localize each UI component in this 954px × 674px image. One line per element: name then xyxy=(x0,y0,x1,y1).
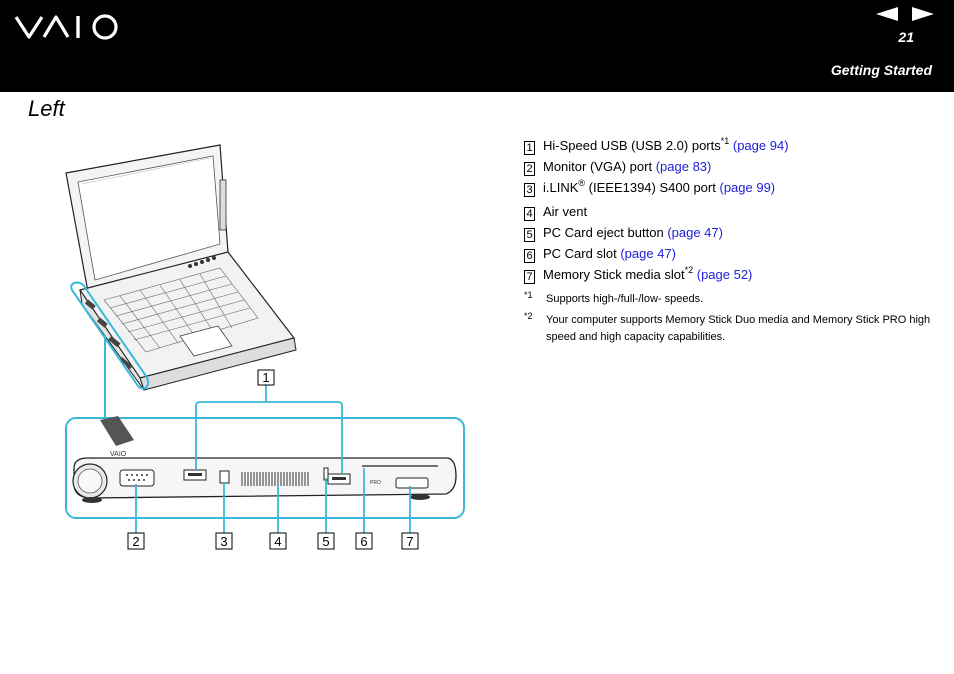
item-text-2: (IEEE1394) S400 port xyxy=(585,180,716,195)
air-vent-drawing xyxy=(241,472,309,486)
memory-stick-slot-drawing xyxy=(395,477,429,489)
page-link-47-eject[interactable]: (page 47) xyxy=(667,225,723,240)
item-number: 2 xyxy=(524,162,535,176)
item-text: PC Card slot xyxy=(543,246,617,261)
item-number: 7 xyxy=(524,270,535,284)
header-bar: 21 Getting Started xyxy=(0,0,954,92)
footnote-text: Supports high-/full-/low- speeds. xyxy=(546,293,704,305)
callout-6: 6 xyxy=(360,534,367,549)
page-title: Left xyxy=(28,96,65,121)
footnote-mark: *1 xyxy=(524,290,533,300)
footnotes: *1 Supports high-/full-/low- speeds. *2 … xyxy=(524,290,944,346)
page-link-83[interactable]: (page 83) xyxy=(655,159,712,174)
laptop-lid xyxy=(65,144,229,293)
footnote-ref: *1 xyxy=(720,136,730,146)
list-item-monitor: 2 Monitor (VGA) port (page 83) xyxy=(524,157,944,178)
left-arrow-icon[interactable] xyxy=(876,6,900,22)
laptop-left-side-illustration: VAIO PRO xyxy=(65,144,465,550)
list-item-air-vent: 4 Air vent xyxy=(524,202,944,223)
item-number: 4 xyxy=(524,207,535,221)
callout-3: 3 xyxy=(220,534,227,549)
laptop-side-body: VAIO PRO xyxy=(72,451,457,503)
vga-port-drawing xyxy=(119,469,155,487)
list-item-pc-card-slot: 6 PC Card slot (page 47) xyxy=(524,244,944,265)
item-number: 3 xyxy=(524,183,535,197)
callout-2: 2 xyxy=(132,534,139,549)
ilink-port-drawing xyxy=(219,470,230,484)
item-text: Air vent xyxy=(543,204,588,219)
list-item-pc-card-eject: 5 PC Card eject button (page 47) xyxy=(524,223,944,244)
callout-5: 5 xyxy=(322,534,329,549)
page-link-99[interactable]: (page 99) xyxy=(719,180,776,195)
callout-4: 4 xyxy=(274,534,281,549)
page-link-47-slot[interactable]: (page 47) xyxy=(620,246,676,261)
side-view-frame xyxy=(65,417,465,519)
item-text: i.LINK xyxy=(543,180,579,195)
item-text: Monitor (VGA) port xyxy=(543,159,653,174)
list-item-ilink: 3 i.LINK® (IEEE1394) S400 port (page 99) xyxy=(524,178,944,202)
page-number: 21 xyxy=(898,29,914,45)
page-link-52[interactable]: (page 52) xyxy=(696,267,753,282)
side-brand-label: VAIO xyxy=(110,451,127,458)
item-text: PC Card eject button xyxy=(543,225,664,240)
callout-7: 7 xyxy=(406,534,413,549)
item-number: 6 xyxy=(524,249,535,263)
item-text: Hi-Speed USB (USB 2.0) ports xyxy=(543,138,721,153)
footnote-mark: *2 xyxy=(524,311,533,321)
right-arrow-icon[interactable] xyxy=(910,6,934,22)
list-item-memory-stick: 7 Memory Stick media slot*2 (page 52) xyxy=(524,265,944,289)
callout-1: 1 xyxy=(262,370,269,385)
laptop-base xyxy=(79,251,297,391)
section-title: Getting Started xyxy=(830,62,932,78)
item-number: 1 xyxy=(524,141,535,155)
list-item-usb: 1 Hi-Speed USB (USB 2.0) ports*1 (page 94… xyxy=(524,136,944,157)
vaio-logo xyxy=(14,14,118,40)
footnote-2: *2 Your computer supports Memory Stick D… xyxy=(524,311,944,346)
page-link-94[interactable]: (page 94) xyxy=(732,138,789,153)
item-number: 5 xyxy=(524,228,535,242)
item-text: Memory Stick media slot xyxy=(543,267,685,282)
footnote-text: Your computer supports Memory Stick Duo … xyxy=(546,314,931,343)
pro-label: PRO xyxy=(370,480,381,486)
side-highlight xyxy=(70,281,150,390)
callout-labels: 1 2 3 4 5 6 7 xyxy=(127,369,419,550)
registered-mark: ® xyxy=(578,178,586,188)
footnote-ref: *2 xyxy=(684,265,694,275)
footnote-1: *1 Supports high-/full-/low- speeds. xyxy=(524,290,944,308)
